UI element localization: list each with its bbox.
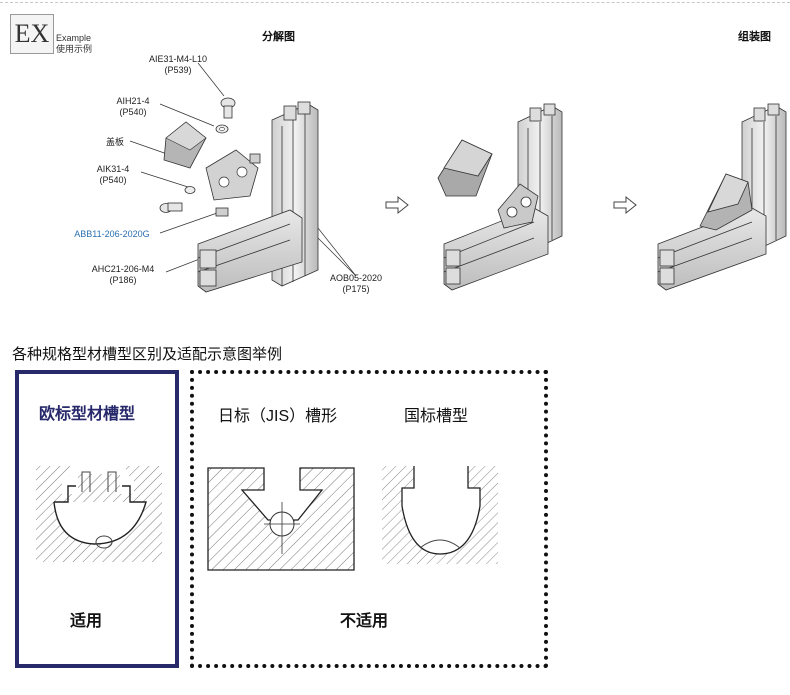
nut-code: AHC21-206-M4: [91, 264, 155, 274]
hatched-slot-profile-icon: [382, 466, 498, 564]
unsuitable-slot-verdict: 不适用: [340, 613, 389, 630]
comparison-subtitle: 各种规格型材槽型区别及适配示意图举例: [12, 346, 283, 363]
arrow-right-icon: [385, 195, 409, 215]
example-logo-caption-en: Example: [56, 33, 92, 43]
bolt-code: AIE31-M4-L10: [148, 54, 208, 64]
top-divider: [0, 2, 790, 3]
assembled-view: [657, 103, 787, 291]
example-logo: EX: [10, 14, 54, 54]
spring-page: (P540): [99, 175, 127, 185]
nut-page: (P186): [109, 275, 137, 285]
nut-part: [215, 207, 229, 217]
spring-code: AIK31-4: [96, 164, 130, 174]
european-slot-box: [15, 370, 179, 668]
assembly-diagram: [129, 62, 787, 293]
washer-code: AIH21-4: [116, 96, 150, 106]
exploded-profiles: [197, 101, 319, 293]
profile-code: AOB05-2020: [329, 273, 383, 283]
spring-washer-label: AIK31-4 (P540): [85, 164, 141, 186]
example-logo-caption-zh: 使用示例: [56, 44, 93, 54]
small-bolt-part: [159, 202, 183, 213]
bracket-label: ABB11-206-2020G: [74, 229, 150, 239]
washer-label: AIH21-4 (P540): [105, 96, 161, 118]
unsuitable-slot-box: [190, 370, 548, 668]
washer-page: (P540): [119, 107, 147, 117]
nut-label: AHC21-206-M4 (P186): [80, 264, 166, 286]
gb-slot-title: 国标槽型: [404, 408, 469, 425]
bolt-part: [220, 97, 236, 119]
example-logo-caption: Example 使用示例: [56, 33, 92, 55]
bolt-page: (P539): [164, 65, 192, 75]
arrow-right-icon: [613, 195, 637, 215]
hatched-slot-profile-icon: [36, 466, 162, 562]
partial-assembly-view: [437, 103, 563, 291]
exploded-view-title: 分解图: [262, 31, 295, 43]
bolt-label: AIE31-M4-L10 (P539): [128, 54, 228, 76]
assembled-view-title: 组装图: [738, 31, 771, 43]
cover-label: 盖板: [105, 137, 124, 147]
profile-page: (P175): [342, 284, 370, 294]
jis-slot-title: 日标（JIS）槽形: [218, 408, 338, 425]
european-slot-verdict: 适用: [70, 613, 103, 630]
european-slot-title: 欧标型材槽型: [39, 406, 136, 423]
profile-label: AOB05-2020 (P175): [323, 273, 389, 295]
bracket-part: [205, 149, 259, 201]
hatched-slot-profile-icon: [207, 467, 355, 571]
